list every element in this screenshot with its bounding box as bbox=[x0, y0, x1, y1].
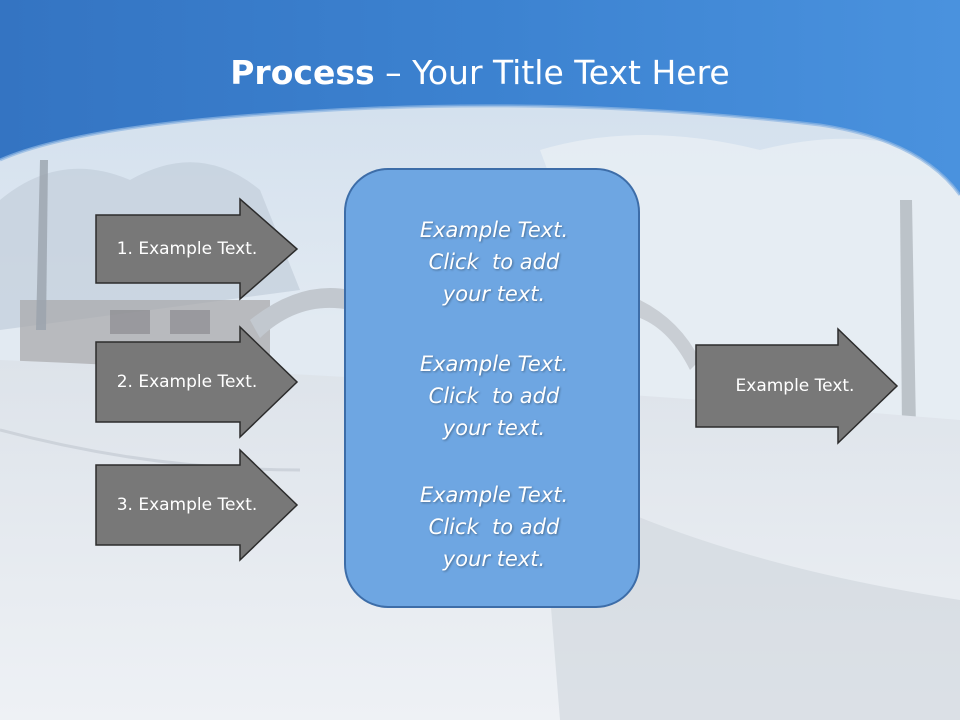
title-rest: – Your Title Text Here bbox=[374, 53, 730, 92]
right-arrow-icon bbox=[95, 325, 299, 439]
arrow-step-1[interactable]: 1. Example Text. bbox=[95, 197, 299, 301]
title-bold: Process bbox=[230, 53, 375, 92]
arrow-step-3[interactable]: 3. Example Text. bbox=[95, 448, 299, 562]
right-arrow-icon bbox=[695, 327, 899, 445]
arrow-label: 2. Example Text. bbox=[116, 372, 258, 392]
block-line: your text. bbox=[442, 416, 546, 440]
block-line: Click to add bbox=[428, 515, 560, 539]
block-line: Click to add bbox=[428, 250, 560, 274]
slide-title: Process – Your Title Text Here bbox=[0, 50, 960, 96]
right-arrow-icon bbox=[95, 448, 299, 562]
arrow-label: Example Text. bbox=[735, 376, 855, 396]
center-text-block-2: Example Text. Click to add your text. bbox=[346, 348, 642, 444]
arrow-label: 3. Example Text. bbox=[116, 495, 258, 515]
arrow-label: 1. Example Text. bbox=[116, 239, 258, 259]
block-line: Example Text. bbox=[419, 352, 569, 376]
center-text-box[interactable]: Example Text. Click to add your text. Ex… bbox=[344, 168, 640, 608]
block-line: Example Text. bbox=[419, 218, 569, 242]
block-line: your text. bbox=[442, 547, 546, 571]
block-line: Click to add bbox=[428, 384, 560, 408]
block-line: your text. bbox=[442, 282, 546, 306]
block-line: Example Text. bbox=[419, 483, 569, 507]
arrow-output[interactable]: Example Text. bbox=[695, 327, 899, 445]
arrow-step-2[interactable]: 2. Example Text. bbox=[95, 325, 299, 439]
right-arrow-icon bbox=[95, 197, 299, 301]
center-text-block-1: Example Text. Click to add your text. bbox=[346, 214, 642, 310]
center-text-block-3: Example Text. Click to add your text. bbox=[346, 479, 642, 575]
